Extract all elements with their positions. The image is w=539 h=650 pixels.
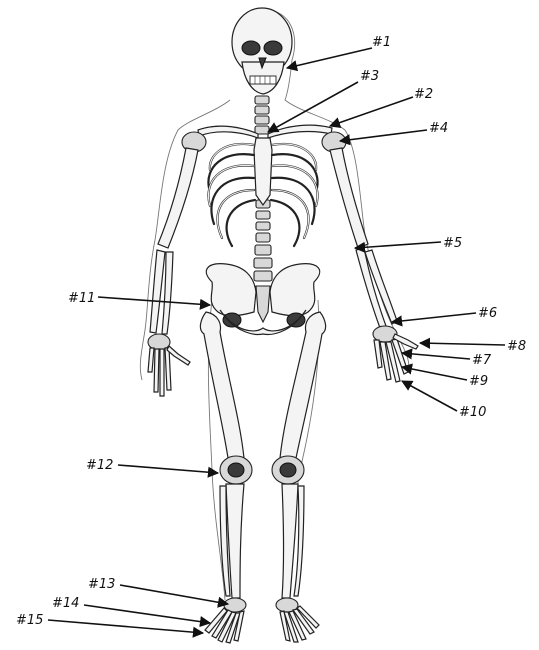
arrow-9	[402, 367, 467, 380]
label-4: #4	[429, 121, 448, 136]
arrow-1	[287, 48, 372, 68]
arrow-7	[402, 353, 470, 359]
label-11: #11	[68, 291, 95, 306]
arrow-3	[268, 82, 358, 132]
label-10: #10	[459, 405, 486, 420]
label-3: #3	[360, 69, 379, 84]
arrow-6	[392, 313, 476, 322]
femur-right	[280, 312, 326, 458]
label-8: #8	[507, 339, 526, 354]
arrow-13	[120, 585, 228, 604]
label-9: #9	[469, 374, 488, 389]
foot-left	[205, 598, 246, 643]
arrow-10	[402, 381, 457, 411]
arrow-2	[330, 97, 413, 126]
label-13: #13	[88, 577, 115, 592]
skull	[232, 8, 292, 94]
arrow-8	[420, 343, 505, 345]
clavicle	[198, 126, 258, 138]
label-5: #5	[443, 236, 462, 251]
foot-right	[276, 598, 319, 642]
sternum	[254, 138, 272, 205]
arrow-14	[84, 605, 210, 623]
arrow-12	[118, 465, 218, 473]
label-2: #2	[414, 87, 433, 102]
label-14: #14	[52, 596, 79, 611]
humerus-right	[330, 148, 368, 248]
humerus-left	[158, 148, 198, 248]
label-15: #15	[16, 613, 43, 628]
hand-left	[148, 334, 190, 396]
arrow-4	[340, 130, 427, 141]
femur-left	[200, 312, 244, 458]
label-1: #1	[372, 35, 391, 50]
label-7: #7	[472, 353, 492, 368]
knees	[220, 456, 304, 484]
label-12: #12	[86, 458, 113, 473]
arrow-15	[48, 620, 203, 633]
label-6: #6	[478, 306, 497, 321]
